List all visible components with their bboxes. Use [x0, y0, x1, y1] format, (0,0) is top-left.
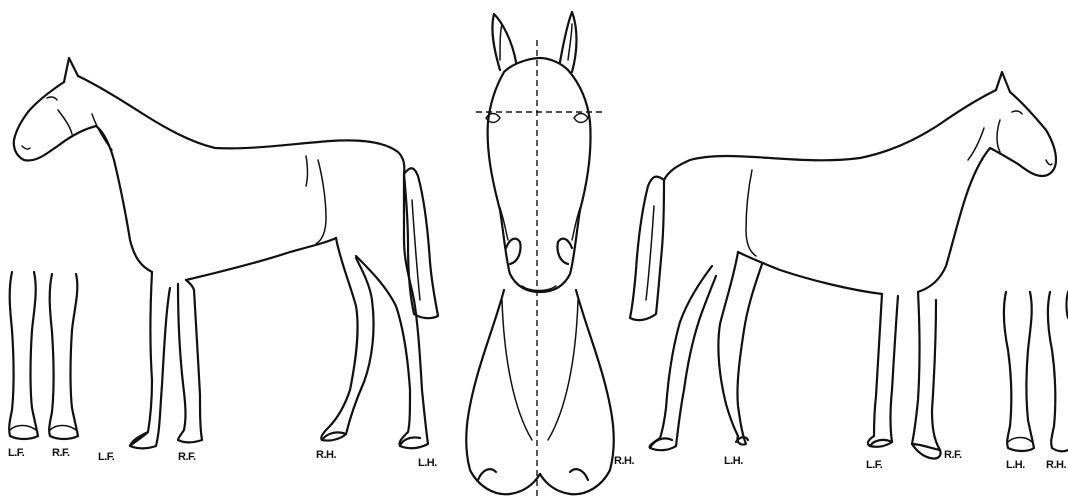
- right-side-view-horse: [630, 72, 1056, 459]
- label-horse-right-lf: L.F.: [866, 459, 883, 471]
- label-legs-right-lh: L.H.: [1006, 459, 1025, 471]
- label-horse-right-lh: L.H.: [724, 455, 743, 467]
- right-legs-detail-pair: [1004, 292, 1068, 451]
- left-legs-detail-pair: [9, 272, 78, 439]
- label-legs-left-rf: R.F.: [52, 447, 70, 459]
- label-horse-right-rh: R.H.: [614, 455, 634, 467]
- label-horse-left-rf: R.F.: [178, 451, 196, 463]
- left-side-view-horse: [14, 58, 438, 448]
- label-legs-left-lf: L.F.: [8, 447, 25, 459]
- label-horse-left-rh: R.H.: [316, 449, 336, 461]
- label-horse-right-rf: R.F.: [944, 449, 962, 461]
- label-horse-left-lh: L.H.: [418, 457, 437, 469]
- front-view-head-neck: [466, 12, 614, 498]
- label-legs-right-rh: R.H.: [1046, 459, 1066, 471]
- label-horse-left-lf: L.F.: [98, 451, 115, 463]
